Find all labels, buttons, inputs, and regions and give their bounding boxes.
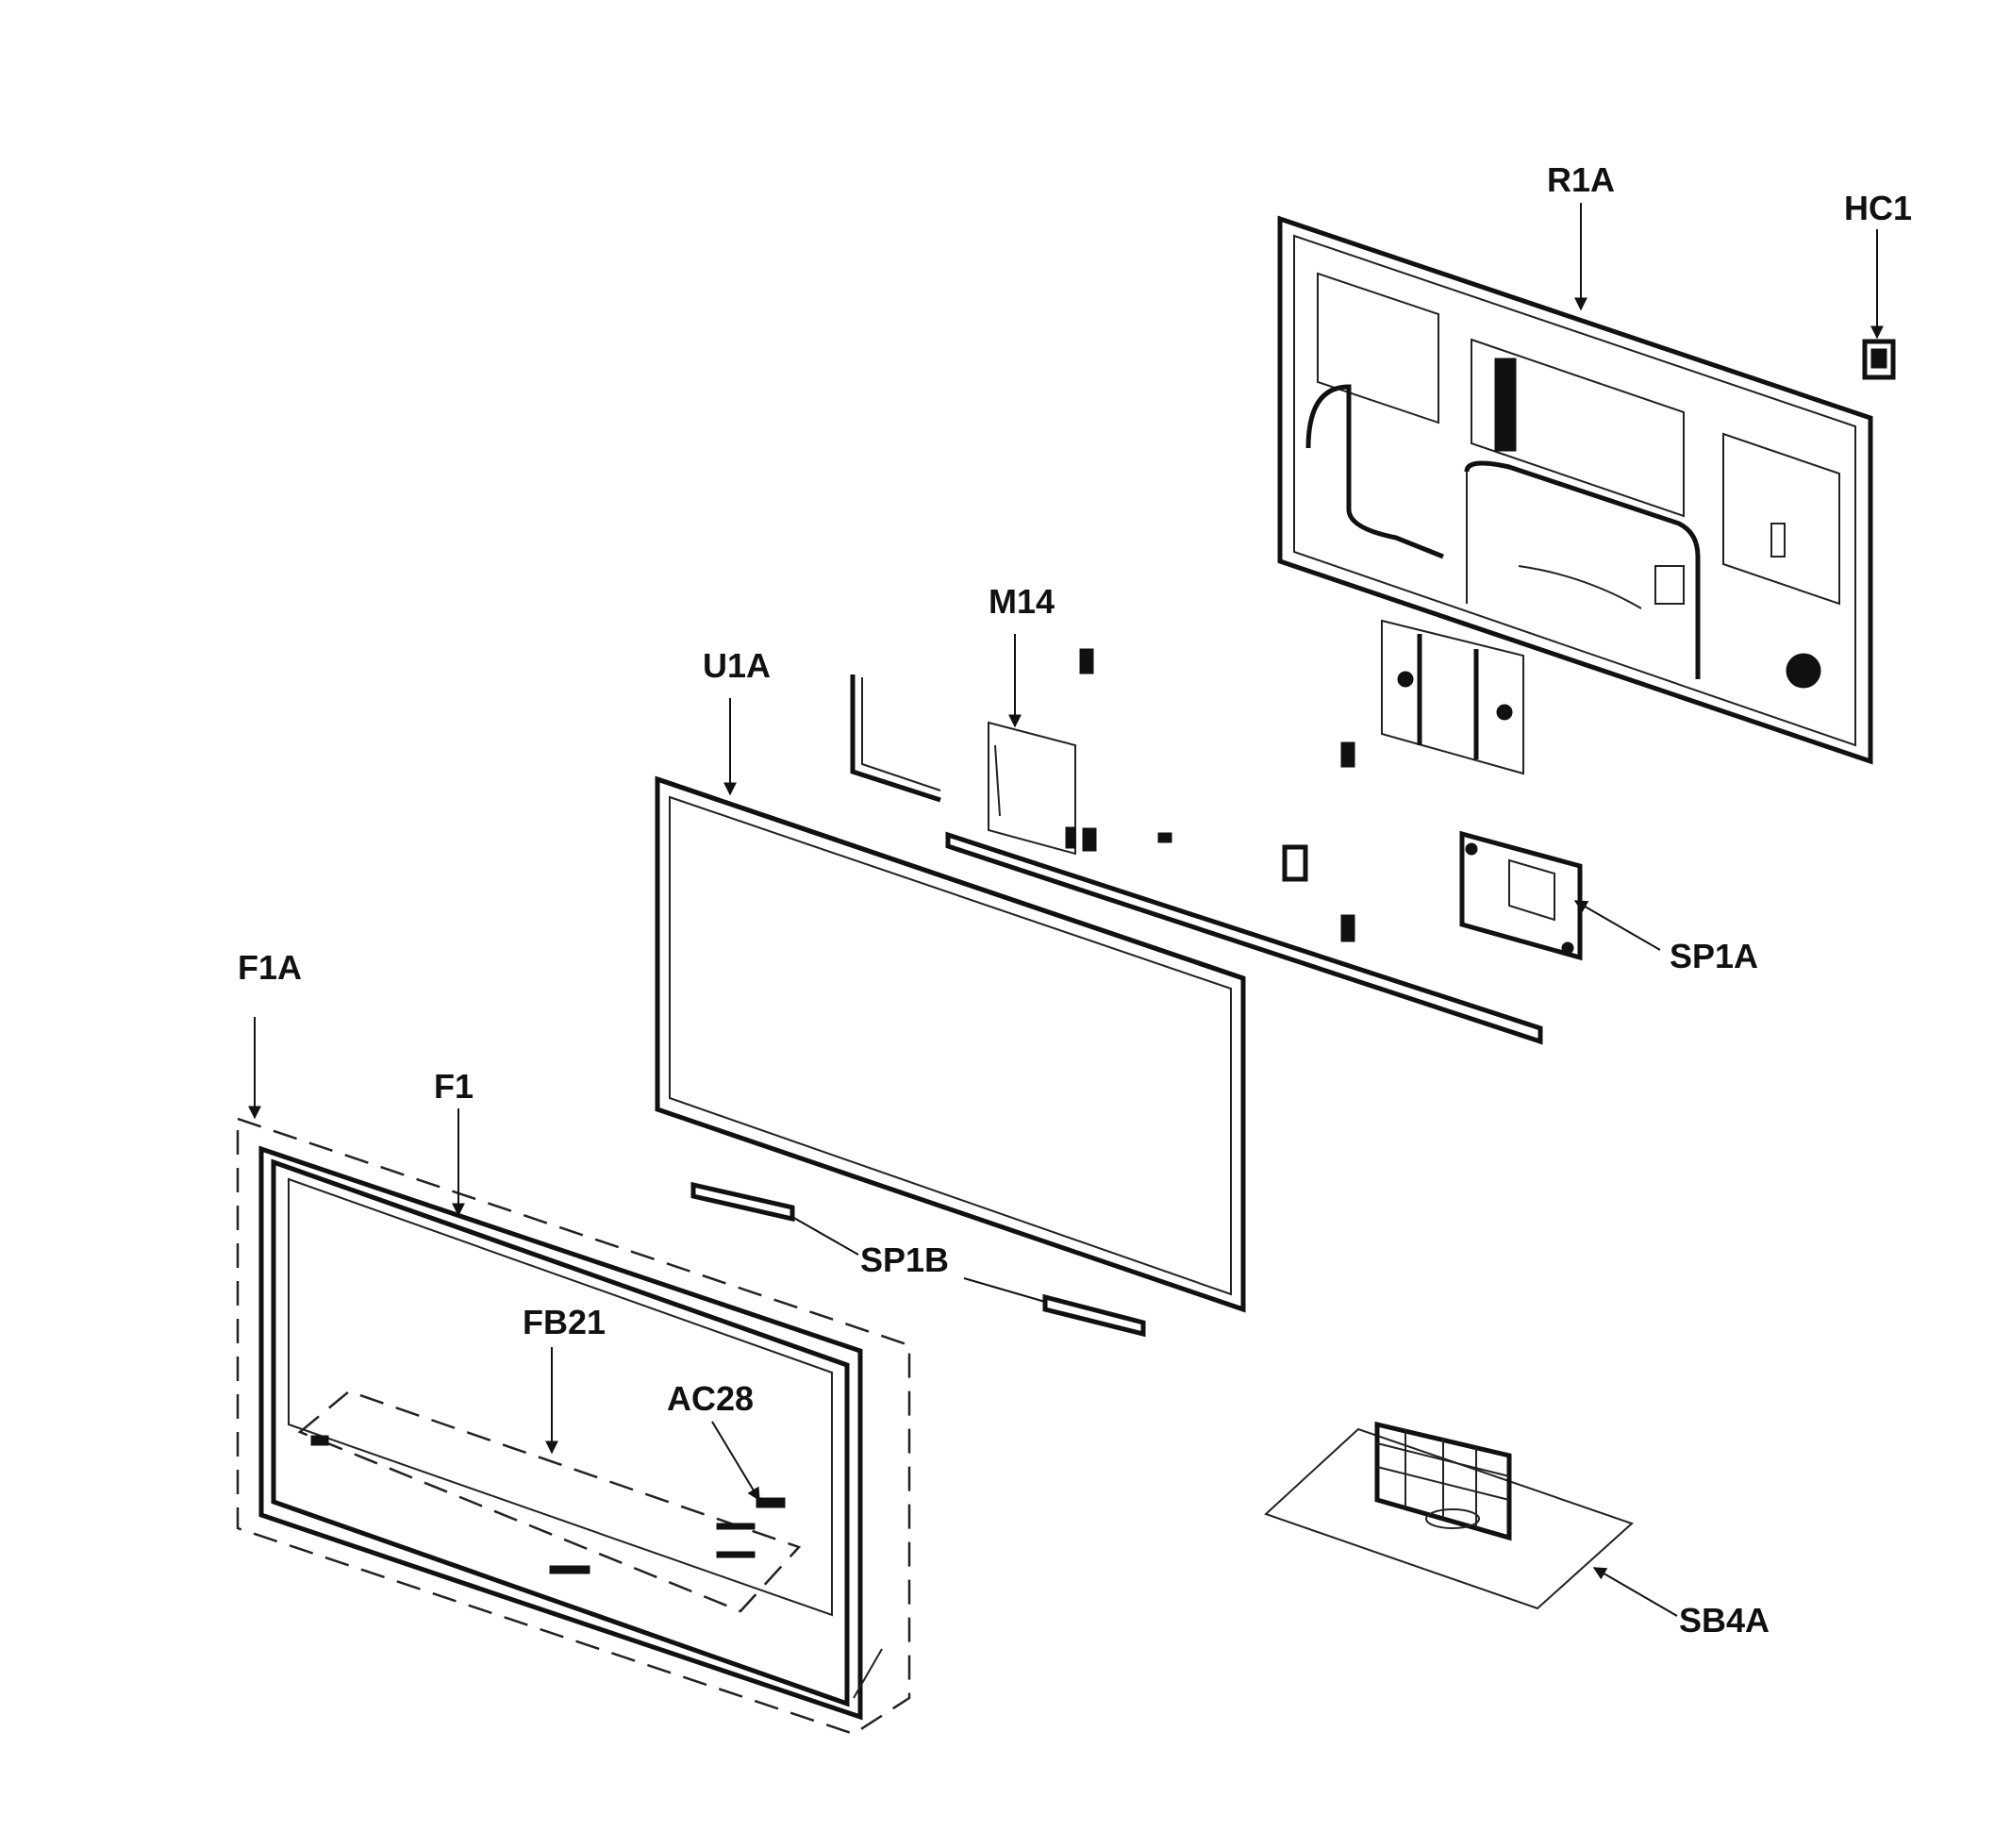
label-f1a: F1A [238,948,302,987]
speaker-bar-part-sp1b [690,1181,1146,1338]
small-clip-part [1157,832,1172,843]
label-fb21: FB21 [523,1303,606,1341]
small-clip-part [1082,827,1097,852]
small-clip-part [1282,844,1308,882]
label-u1a: U1A [703,646,771,685]
label-ac28: AC28 [667,1379,754,1418]
label-f1: F1 [434,1067,474,1106]
l-bracket-part [850,674,941,803]
label-sb4a: SB4A [1679,1601,1770,1640]
clip-part-hc1 [1862,339,1896,380]
small-clip-part [1340,914,1355,942]
small-clip-part [1340,741,1355,768]
label-sp1a: SP1A [1670,937,1758,975]
lcd-panel-part [655,775,1246,1313]
label-hc1: HC1 [1844,189,1912,227]
speaker-part-sp1a [1459,830,1583,961]
leader-lines [248,203,1884,1617]
rail-part [945,831,1543,1045]
bracket-part [1381,619,1524,775]
label-r1a: R1A [1547,160,1615,199]
front-bezel-part [236,1117,911,1736]
label-sp1b: SP1B [860,1240,949,1279]
label-m14: M14 [989,582,1055,621]
stand-base-part [1264,1421,1634,1610]
main-board-part [988,721,1076,856]
small-clip-part [1079,648,1094,674]
rear-cover-part [1277,215,1873,765]
